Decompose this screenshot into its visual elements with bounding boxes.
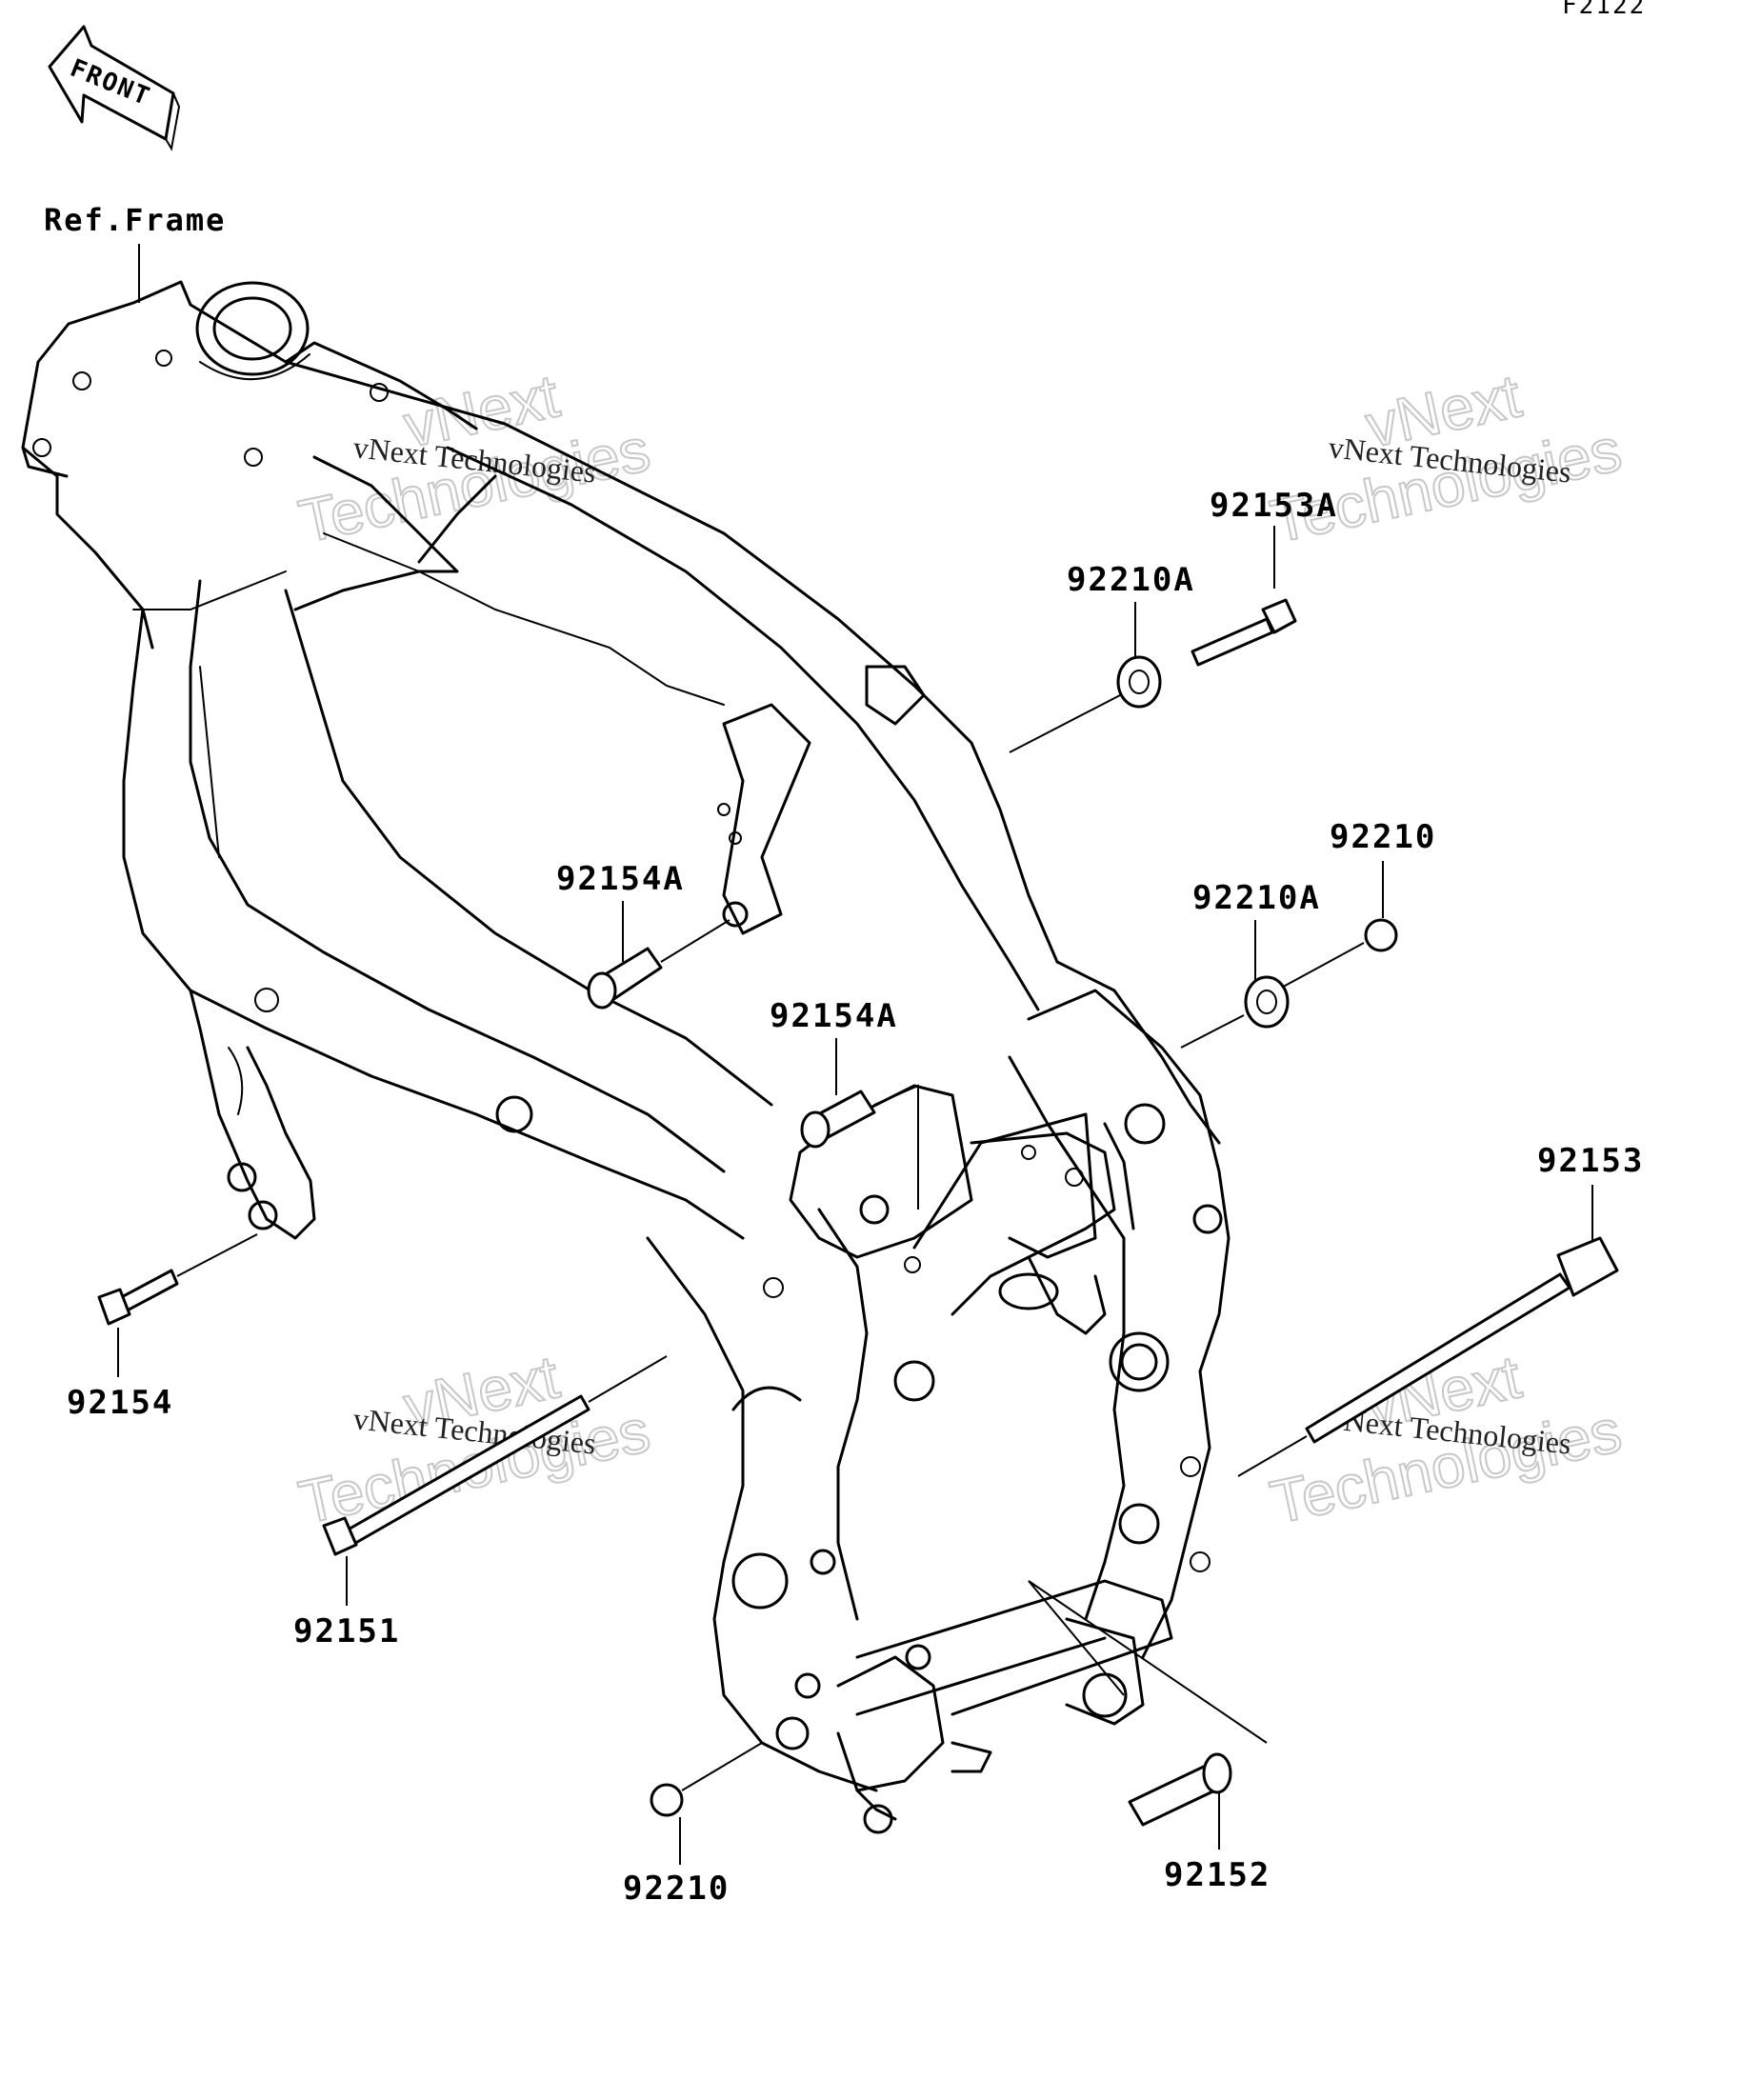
motorcycle-frame (21, 280, 1231, 1834)
part-label: 92154A (770, 997, 898, 1035)
part-92210A-lower[interactable]: 92210A (1180, 879, 1321, 1049)
nut-icon (1244, 975, 1290, 1029)
part-label: 92210 (1330, 818, 1436, 856)
part-92154[interactable]: 92154 (67, 1233, 258, 1422)
part-label: 92154 (67, 1384, 173, 1422)
ref-frame-label: Ref.Frame (44, 202, 226, 238)
nut-icon (1364, 918, 1398, 952)
front-arrow-label: FRONT (66, 54, 154, 112)
bolt-icon (1191, 617, 1274, 667)
part-92154A-lower[interactable]: 92154A (770, 997, 919, 1210)
nut-icon (650, 1783, 684, 1817)
diagram-code: F2122 (1562, 0, 1646, 20)
part-label: 92153A (1210, 487, 1338, 525)
part-92152[interactable]: 92152 (1028, 1580, 1271, 1894)
part-label: 92210 (623, 1870, 730, 1908)
part-92153A[interactable]: 92153A (1191, 487, 1338, 667)
nut-icon (1116, 655, 1162, 709)
part-92151[interactable]: 92151 (293, 1355, 668, 1650)
part-label: 92152 (1164, 1856, 1271, 1894)
part-label: 92151 (293, 1612, 400, 1650)
part-92154A-upper[interactable]: 92154A (556, 860, 730, 1010)
part-92210-lower[interactable]: 92210 (623, 1742, 763, 1908)
part-label: 92154A (556, 860, 685, 898)
part-label: 92153 (1537, 1142, 1644, 1180)
part-label: 92210A (1067, 561, 1195, 599)
front-arrow-icon: FRONT (48, 25, 181, 151)
part-92153[interactable]: 92153 (1237, 1142, 1644, 1477)
part-92210A-upper[interactable]: 92210A (1009, 561, 1195, 753)
part-label: 92210A (1192, 879, 1321, 917)
part-92210-upper[interactable]: 92210 (1275, 818, 1436, 991)
watermark: vNext Technologies vNext Technologies vN… (292, 360, 1628, 1537)
